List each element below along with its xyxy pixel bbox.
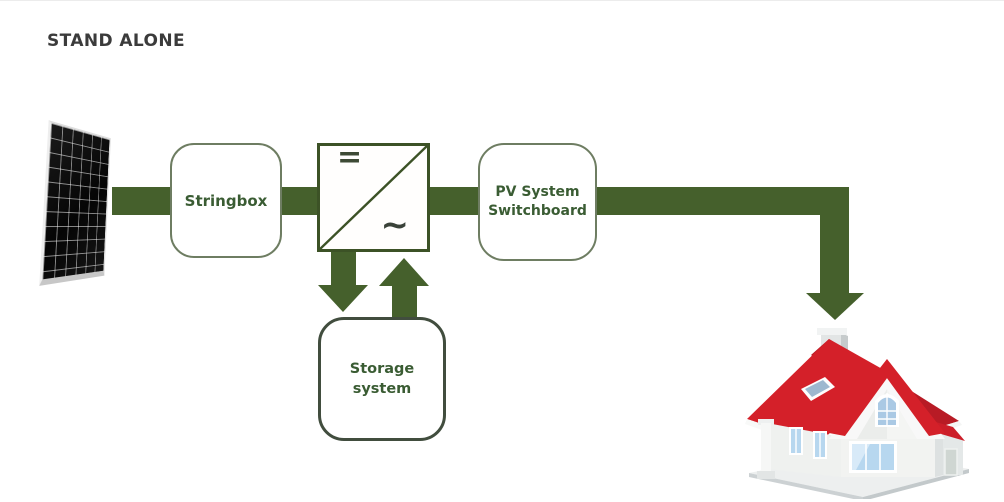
solar-panel-icon bbox=[39, 120, 111, 286]
storage-system-node: Storage system bbox=[318, 317, 446, 441]
inverter-node: = ~ bbox=[317, 140, 430, 252]
arrow-storage-to-inverter-shaft bbox=[392, 285, 417, 317]
front-window bbox=[849, 441, 897, 473]
arrow-storage-to-inverter-icon bbox=[379, 258, 429, 286]
switchboard-label: PV System Switchboard bbox=[488, 183, 587, 221]
solar-panel-illustration bbox=[39, 119, 140, 291]
ac-symbol: ~ bbox=[380, 205, 410, 245]
left-window-1 bbox=[789, 427, 803, 455]
arrow-inverter-to-storage-shaft bbox=[331, 251, 356, 285]
pv-system-switchboard-node: PV System Switchboard bbox=[478, 143, 597, 261]
porch-column bbox=[757, 419, 775, 479]
house-illustration bbox=[745, 327, 973, 501]
main-wall bbox=[841, 435, 943, 477]
storage-label: Storage system bbox=[350, 359, 415, 399]
switchboard-label-line2: Switchboard bbox=[488, 203, 587, 219]
switchboard-label-line1: PV System bbox=[495, 184, 580, 200]
stringbox-node: Stringbox bbox=[170, 143, 282, 258]
left-wing bbox=[757, 419, 841, 479]
arrow-inverter-to-storage-icon bbox=[318, 285, 368, 312]
storage-label-line2: system bbox=[352, 381, 412, 397]
page-title: STAND ALONE bbox=[47, 31, 186, 51]
storage-label-line1: Storage bbox=[349, 361, 415, 377]
front-gable bbox=[829, 359, 945, 439]
arrow-to-house-icon bbox=[806, 293, 864, 320]
side-door bbox=[944, 448, 958, 476]
inverter-diagonal-icon bbox=[320, 146, 427, 249]
stringbox-label: Stringbox bbox=[184, 191, 268, 210]
left-window-2 bbox=[813, 431, 827, 459]
arched-window bbox=[875, 393, 899, 427]
power-flow-bar-vertical bbox=[820, 187, 849, 293]
dc-symbol: = bbox=[337, 140, 363, 175]
house-icon bbox=[745, 328, 969, 501]
